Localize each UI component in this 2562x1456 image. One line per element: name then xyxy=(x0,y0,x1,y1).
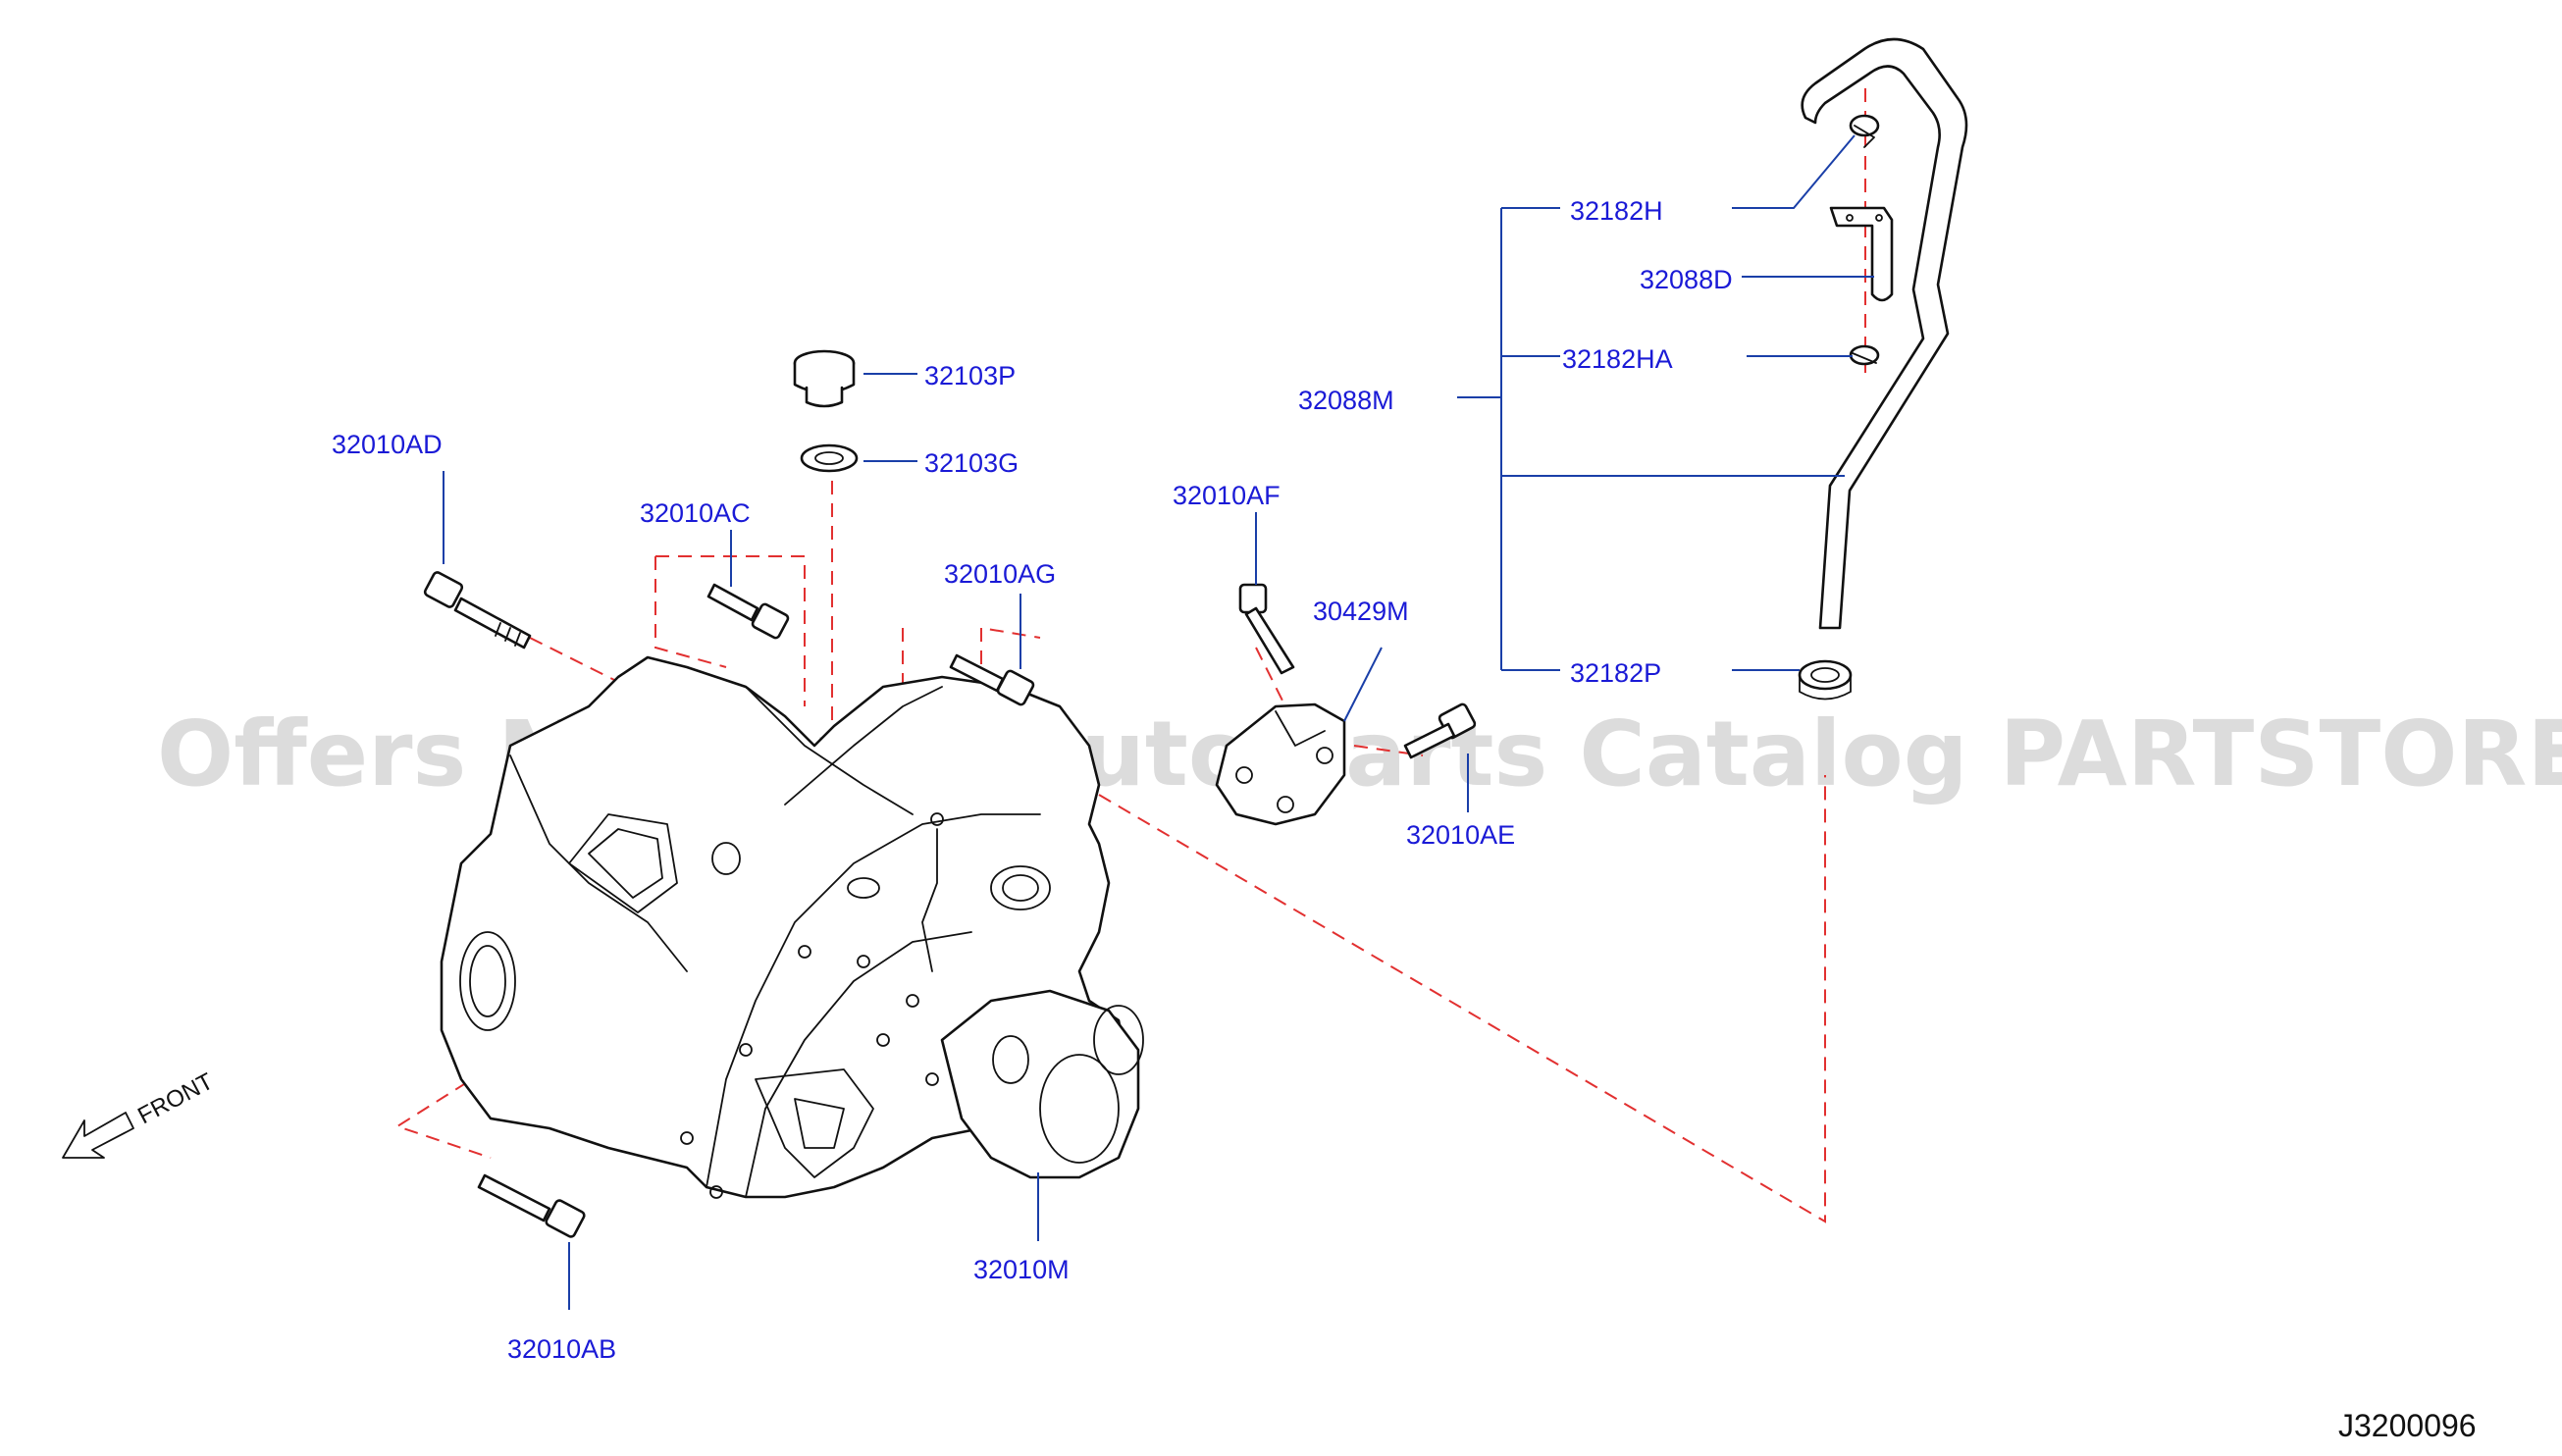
bracket-32088D xyxy=(1829,206,1894,302)
bolt-32010AB xyxy=(477,1173,586,1238)
label-32010M: 32010M xyxy=(973,1255,1070,1284)
label-32182HA: 32182HA xyxy=(1562,344,1673,374)
label-32010AB: 32010AB xyxy=(507,1334,616,1364)
label-32010AF: 32010AF xyxy=(1173,481,1281,510)
bolt-32010AG xyxy=(949,653,1035,706)
label-32088M: 32088M xyxy=(1298,386,1394,415)
bracket-30429M xyxy=(1215,702,1346,826)
clamp-32182H xyxy=(1849,114,1880,148)
part-labels: 32010AD 32010AC 32103P 32103G 32010AG 32… xyxy=(332,196,1733,1364)
front-label: FRONT xyxy=(133,1067,218,1129)
label-32010AC: 32010AC xyxy=(640,498,751,528)
label-32010AG: 32010AG xyxy=(944,559,1056,589)
label-30429M: 30429M xyxy=(1313,597,1409,626)
leader-lines xyxy=(443,134,1874,1310)
label-32103G: 32103G xyxy=(924,448,1019,478)
gasket-32103G xyxy=(800,443,859,473)
bolt-32010AF xyxy=(1238,583,1295,675)
label-32182P: 32182P xyxy=(1570,658,1661,688)
breather-hose xyxy=(1801,37,1968,630)
label-32103P: 32103P xyxy=(924,361,1016,390)
diagram-code: J3200096 xyxy=(2338,1408,2477,1443)
transmission-case xyxy=(440,655,1144,1199)
plug-32103P xyxy=(793,349,856,408)
clamp-32182HA xyxy=(1849,344,1880,366)
bolt-32010AD xyxy=(423,571,532,650)
label-32010AE: 32010AE xyxy=(1406,820,1515,850)
bolt-32010AE xyxy=(1403,702,1477,759)
front-arrow-icon xyxy=(62,1112,134,1159)
clamp-32182P xyxy=(1798,659,1853,701)
label-32182H: 32182H xyxy=(1570,196,1663,226)
bolt-32010AC xyxy=(706,583,790,640)
label-32088D: 32088D xyxy=(1640,265,1733,294)
front-indicator: FRONT xyxy=(62,1067,218,1159)
label-32010AD: 32010AD xyxy=(332,430,443,459)
